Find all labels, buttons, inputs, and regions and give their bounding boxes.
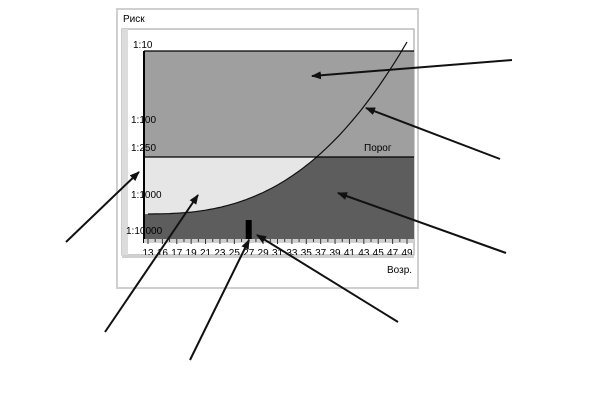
x-tick-label: 23 (214, 248, 226, 259)
arrow-callout-icon (65, 171, 140, 243)
x-tick-label: 49 (401, 248, 413, 259)
x-tick-label: 17 (171, 248, 183, 259)
x-tick-label: 27 (243, 248, 255, 259)
x-tick-label: 31 (272, 248, 284, 259)
x-axis-title: Возр. (387, 265, 412, 276)
arrow-callout-icon (311, 59, 513, 80)
y-tick-label: 1:10 (133, 40, 153, 51)
x-tick-label: 37 (315, 248, 327, 259)
x-tick-label: 13 (142, 248, 154, 259)
x-tick-label: 25 (229, 248, 241, 259)
x-tick-label: 29 (258, 248, 270, 259)
x-axis-ticks (147, 239, 408, 244)
y-tick-label: 1:10000 (126, 226, 163, 237)
y-tick-label: 1:1000 (131, 190, 162, 201)
x-tick-label: 43 (358, 248, 370, 259)
x-axis-bar (144, 239, 414, 243)
x-tick-label: 47 (387, 248, 399, 259)
x-tick-label: 19 (186, 248, 198, 259)
y-axis-title: Риск (123, 14, 145, 25)
x-tick-label: 16 (157, 248, 169, 259)
left-strip (122, 29, 128, 255)
arrow-callout-icon (189, 239, 250, 361)
threshold-label: Порог (364, 143, 392, 154)
arrow-callout-icon (365, 107, 501, 160)
x-tick-label: 45 (373, 248, 385, 259)
x-tick-label: 41 (344, 248, 356, 259)
risk-curve (148, 41, 408, 215)
arrow-callout-icon (104, 194, 199, 333)
arrow-callout-icon (256, 234, 399, 323)
x-tick-label: 21 (200, 248, 212, 259)
arrow-callout-icon (337, 192, 507, 254)
panel-bottom-strip (122, 255, 414, 258)
x-tick-label: 39 (329, 248, 341, 259)
y-tick-label: 1:100 (131, 115, 156, 126)
low-risk-band (144, 214, 414, 239)
y-tick-label: 1:250 (131, 143, 156, 154)
age-marker[interactable] (245, 220, 252, 239)
x-tick-label: 33 (286, 248, 298, 259)
high-risk-region (144, 51, 414, 157)
x-tick-label: 35 (301, 248, 313, 259)
